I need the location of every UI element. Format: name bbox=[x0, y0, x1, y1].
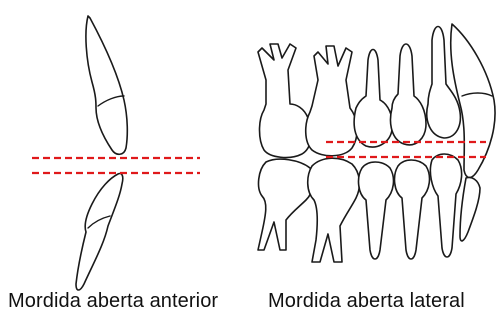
lower-incisor-icon bbox=[76, 173, 123, 290]
caption-lateral: Mordida aberta lateral bbox=[268, 290, 465, 313]
upper-molar-2-icon bbox=[306, 46, 357, 156]
lower-premolar-2-icon bbox=[395, 160, 430, 259]
lower-canine-icon bbox=[430, 154, 461, 257]
lateral-open-bite-drawing bbox=[258, 24, 495, 262]
anterior-open-bite-drawing bbox=[32, 16, 200, 290]
lower-molar-1-icon bbox=[258, 159, 313, 250]
upper-incisor-icon bbox=[86, 16, 127, 154]
lower-premolar-1-icon bbox=[359, 162, 394, 259]
upper-premolar-1-icon bbox=[354, 50, 392, 148]
caption-anterior: Mordida aberta anterior bbox=[8, 290, 218, 313]
upper-molar-1-icon bbox=[258, 44, 311, 157]
upper-premolar-2-icon bbox=[391, 44, 427, 145]
lower-molar-2-icon bbox=[308, 158, 360, 262]
lower-incisor-lateral-icon bbox=[460, 177, 480, 240]
